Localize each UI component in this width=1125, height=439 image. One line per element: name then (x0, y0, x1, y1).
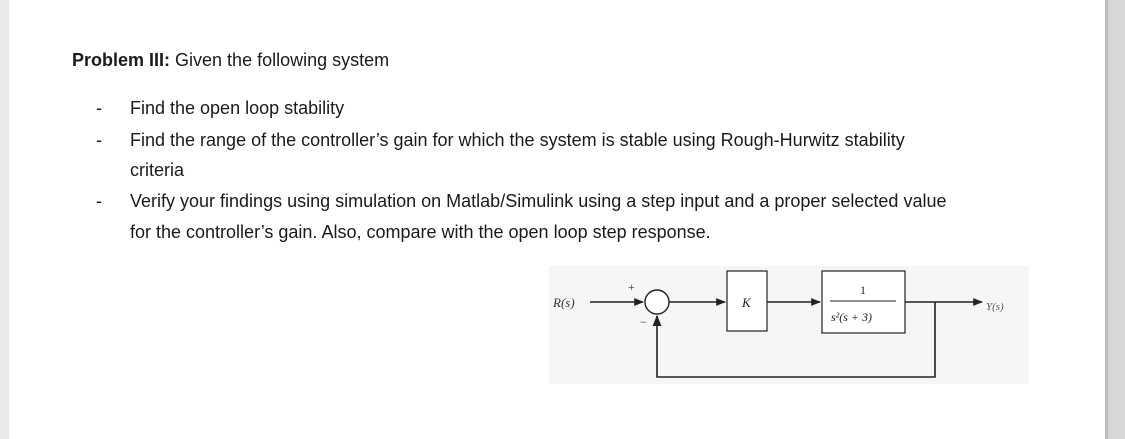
problem-intro: Given the following system (175, 50, 390, 70)
bullet-dash: - (96, 98, 102, 118)
block-diagram-background (549, 266, 1029, 384)
plant-numerator: 1 (860, 283, 866, 297)
problem-title: Problem III: Given the following system (72, 49, 389, 71)
bullet-dash: - (96, 130, 102, 150)
document-page: Problem III: Given the following system … (9, 0, 1105, 439)
plant-block (821, 270, 906, 334)
plus-sign: + (628, 280, 635, 294)
summing-junction (644, 289, 670, 315)
bullet-dash: - (96, 191, 102, 211)
output-label: Y(s) (986, 301, 1004, 313)
gain-block (726, 270, 768, 332)
feedback-path (652, 302, 936, 378)
right-scroll-edge (1105, 0, 1125, 439)
block-diagram: R(s) + − K 1 s²(s + 3) Y(s) (552, 270, 1004, 378)
task-3-line-1: Verify your findings using simulation on… (130, 191, 947, 211)
minus-sign: − (640, 315, 647, 329)
plant-denominator: s²(s + 3) (831, 310, 872, 324)
left-page-margin (0, 0, 9, 439)
task-2-line-1: Find the range of the controller’s gain … (130, 130, 905, 150)
input-label: R(s) (552, 295, 575, 310)
task-2-line-2: criteria (130, 160, 185, 180)
task-3-line-2: for the controller’s gain. Also, compare… (130, 222, 711, 242)
problem-heading: Problem III: (72, 50, 171, 70)
gain-label: K (741, 295, 752, 310)
task-1-line-1: Find the open loop stability (130, 98, 345, 118)
